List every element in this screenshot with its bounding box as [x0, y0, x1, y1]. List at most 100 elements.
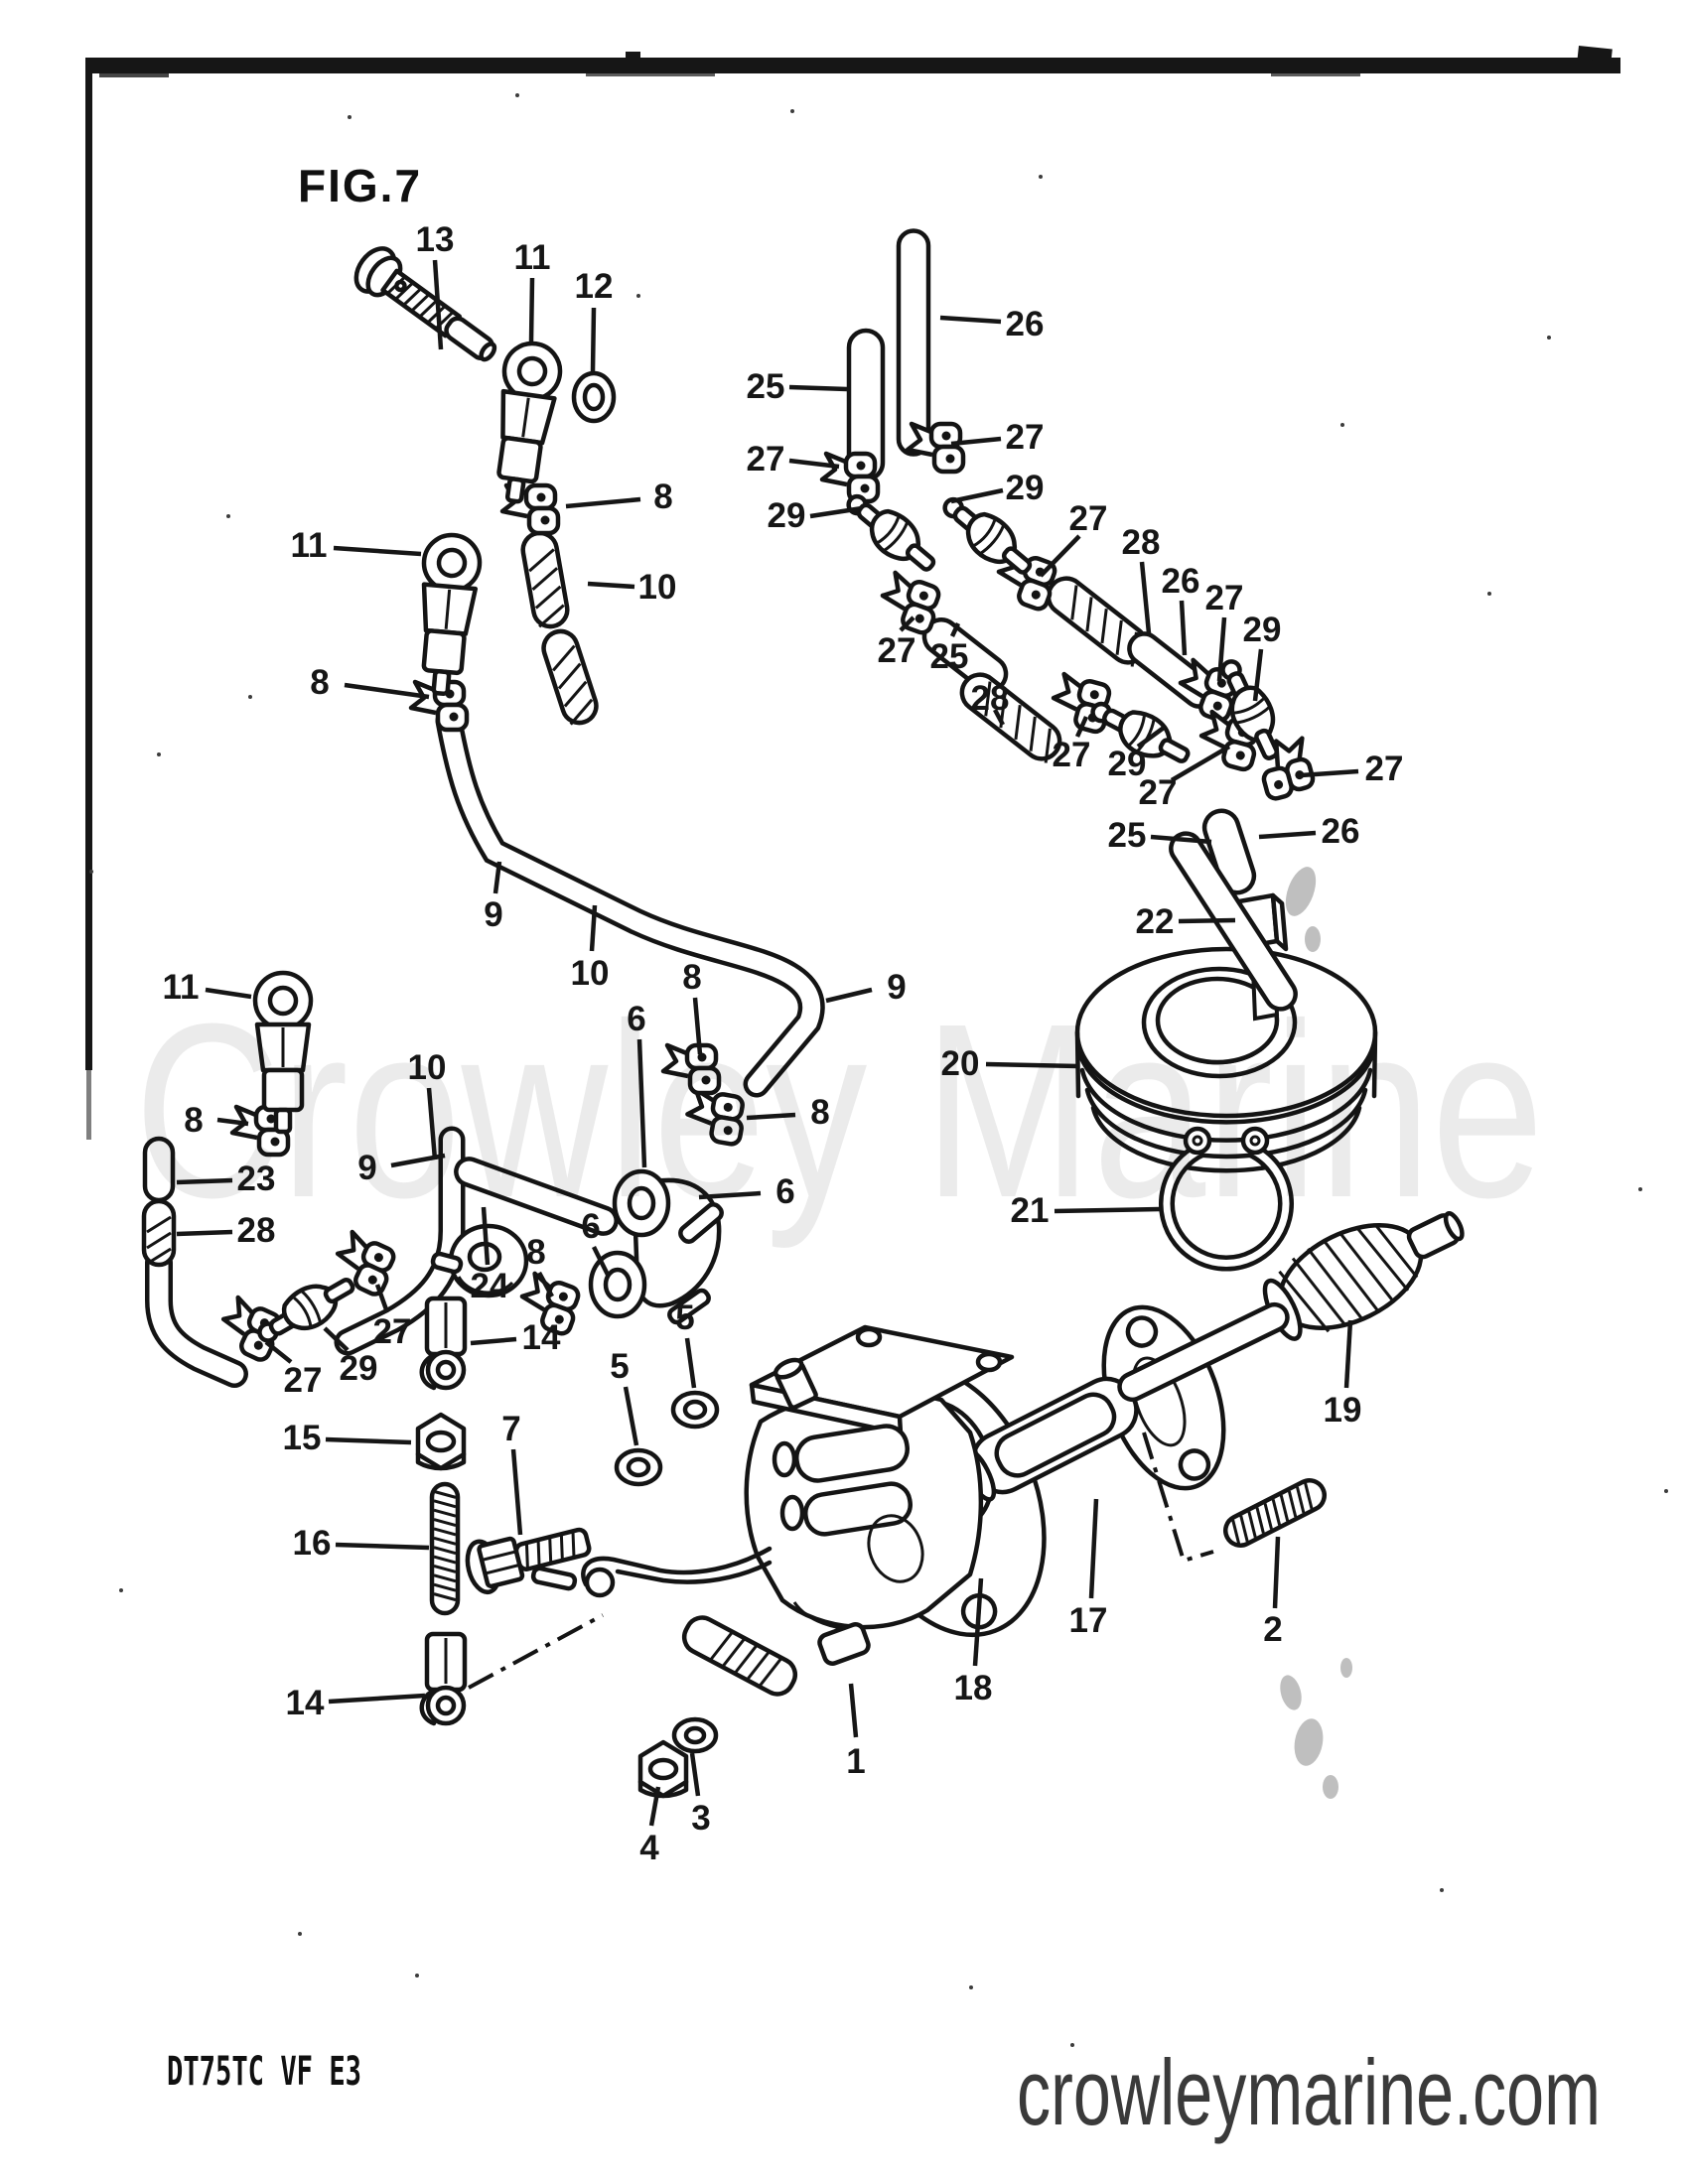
elbow-hose-drawing [334, 1126, 466, 1356]
washer-drawing [571, 370, 617, 424]
pulley-drawing [1074, 946, 1378, 1173]
leader-line [333, 545, 422, 557]
paper-speck [119, 1588, 123, 1592]
part-label-6: 6 [581, 1207, 600, 1246]
part-label-27: 27 [1139, 773, 1178, 812]
leader-line [205, 987, 252, 1000]
leader-line [426, 1087, 438, 1160]
check-valve-drawing [838, 484, 943, 582]
part-label-11: 11 [291, 526, 328, 565]
part-label-25: 25 [747, 367, 785, 406]
leader-line [328, 1693, 426, 1705]
part-label-12: 12 [575, 267, 614, 306]
leader-line [323, 1326, 350, 1352]
part-label-9: 9 [887, 968, 906, 1007]
paper-speck [790, 109, 794, 113]
part-label-29: 29 [1108, 745, 1147, 783]
figure-title: FIG.7 [298, 160, 422, 211]
fuel-pipe-drawing [435, 707, 825, 1098]
tube-drawing [1201, 808, 1257, 895]
leader-line [510, 1448, 523, 1536]
leader-line [432, 259, 444, 350]
leader-line [1258, 830, 1317, 840]
part-label-8: 8 [682, 958, 701, 997]
part-label-11: 11 [163, 968, 200, 1007]
part-label-29: 29 [340, 1349, 378, 1388]
part-label-25: 25 [1108, 816, 1147, 855]
part-label-8: 8 [810, 1093, 829, 1132]
leader-line [344, 682, 430, 700]
leader-line [374, 1284, 390, 1313]
leader-line [1216, 616, 1227, 682]
part-label-27: 27 [373, 1312, 412, 1351]
part-label-29: 29 [1243, 611, 1282, 649]
leader-line [648, 1786, 661, 1827]
part-label-10: 10 [638, 568, 677, 607]
leader-line [985, 1061, 1079, 1069]
leader-line [949, 622, 961, 637]
part-label-10: 10 [571, 954, 610, 993]
spiral-hose-drawing [520, 530, 570, 629]
leader-line [390, 1153, 446, 1168]
part-label-29: 29 [768, 496, 806, 535]
part-label-26: 26 [1162, 562, 1200, 601]
flange-bolt-drawing [465, 1527, 592, 1595]
part-label-11: 11 [514, 238, 551, 277]
threaded-stud-drawing [429, 1481, 461, 1616]
cable-joint-drawing [422, 1298, 465, 1388]
leader-line [972, 1577, 984, 1667]
banjo-fitting-drawing [487, 340, 564, 504]
part-label-2: 2 [1263, 1610, 1282, 1649]
leader-line [590, 307, 597, 372]
leader-line [528, 277, 535, 342]
leader-line [1074, 716, 1089, 738]
part-label-15: 15 [283, 1419, 322, 1457]
leader-line [950, 487, 1004, 504]
part-label-8: 8 [184, 1101, 203, 1140]
valve-seal-drawing [588, 1168, 724, 1325]
part-label-14: 14 [286, 1684, 325, 1722]
leader-line [481, 1206, 491, 1266]
part-label-22: 22 [1136, 902, 1175, 941]
part-label-27: 27 [1006, 418, 1045, 457]
leader-line [899, 615, 915, 632]
watermark-text: Crowley Marine [134, 972, 1544, 1249]
left-elbow-hose-drawing [145, 1249, 248, 1388]
hose-clamp-drawing [822, 454, 878, 501]
washer-drawing [671, 1716, 719, 1754]
part-label-10: 10 [408, 1048, 447, 1087]
part-label-23: 23 [237, 1160, 276, 1198]
paper-speck [226, 514, 230, 518]
leader-line [1178, 917, 1236, 924]
leader-line [1136, 726, 1166, 749]
paper-speck [515, 93, 519, 97]
leader-line [216, 1117, 249, 1127]
leader-line [950, 436, 1002, 447]
diagram-artwork [145, 246, 1465, 1799]
banjo-bolt-drawing [353, 246, 497, 362]
leader-line [848, 1683, 859, 1738]
model-code: DT75TC VF E3 [167, 2049, 361, 2095]
leader-line [993, 708, 1005, 727]
part-label-29: 29 [1006, 469, 1045, 507]
leader-line [587, 581, 635, 590]
leader-line [1300, 768, 1359, 778]
paper-speck [969, 1985, 973, 1989]
leader-line [565, 496, 641, 509]
centerline [468, 1613, 604, 1690]
hose-clamp-drawing [908, 424, 963, 472]
leader-line [176, 1177, 233, 1185]
paper-speck [1547, 336, 1551, 340]
leader-line [1272, 1536, 1281, 1609]
leader-line [537, 1271, 554, 1298]
hex-nut-drawing [640, 1742, 686, 1796]
leader-line [746, 1112, 796, 1121]
part-label-19: 19 [1324, 1391, 1362, 1430]
threaded-stud-drawing [1223, 1478, 1327, 1548]
leader-line [623, 1386, 639, 1446]
leader-line [1039, 534, 1081, 578]
ink-smudges [1280, 867, 1352, 1799]
leader-line [684, 1337, 697, 1389]
leader-line [698, 1190, 762, 1200]
